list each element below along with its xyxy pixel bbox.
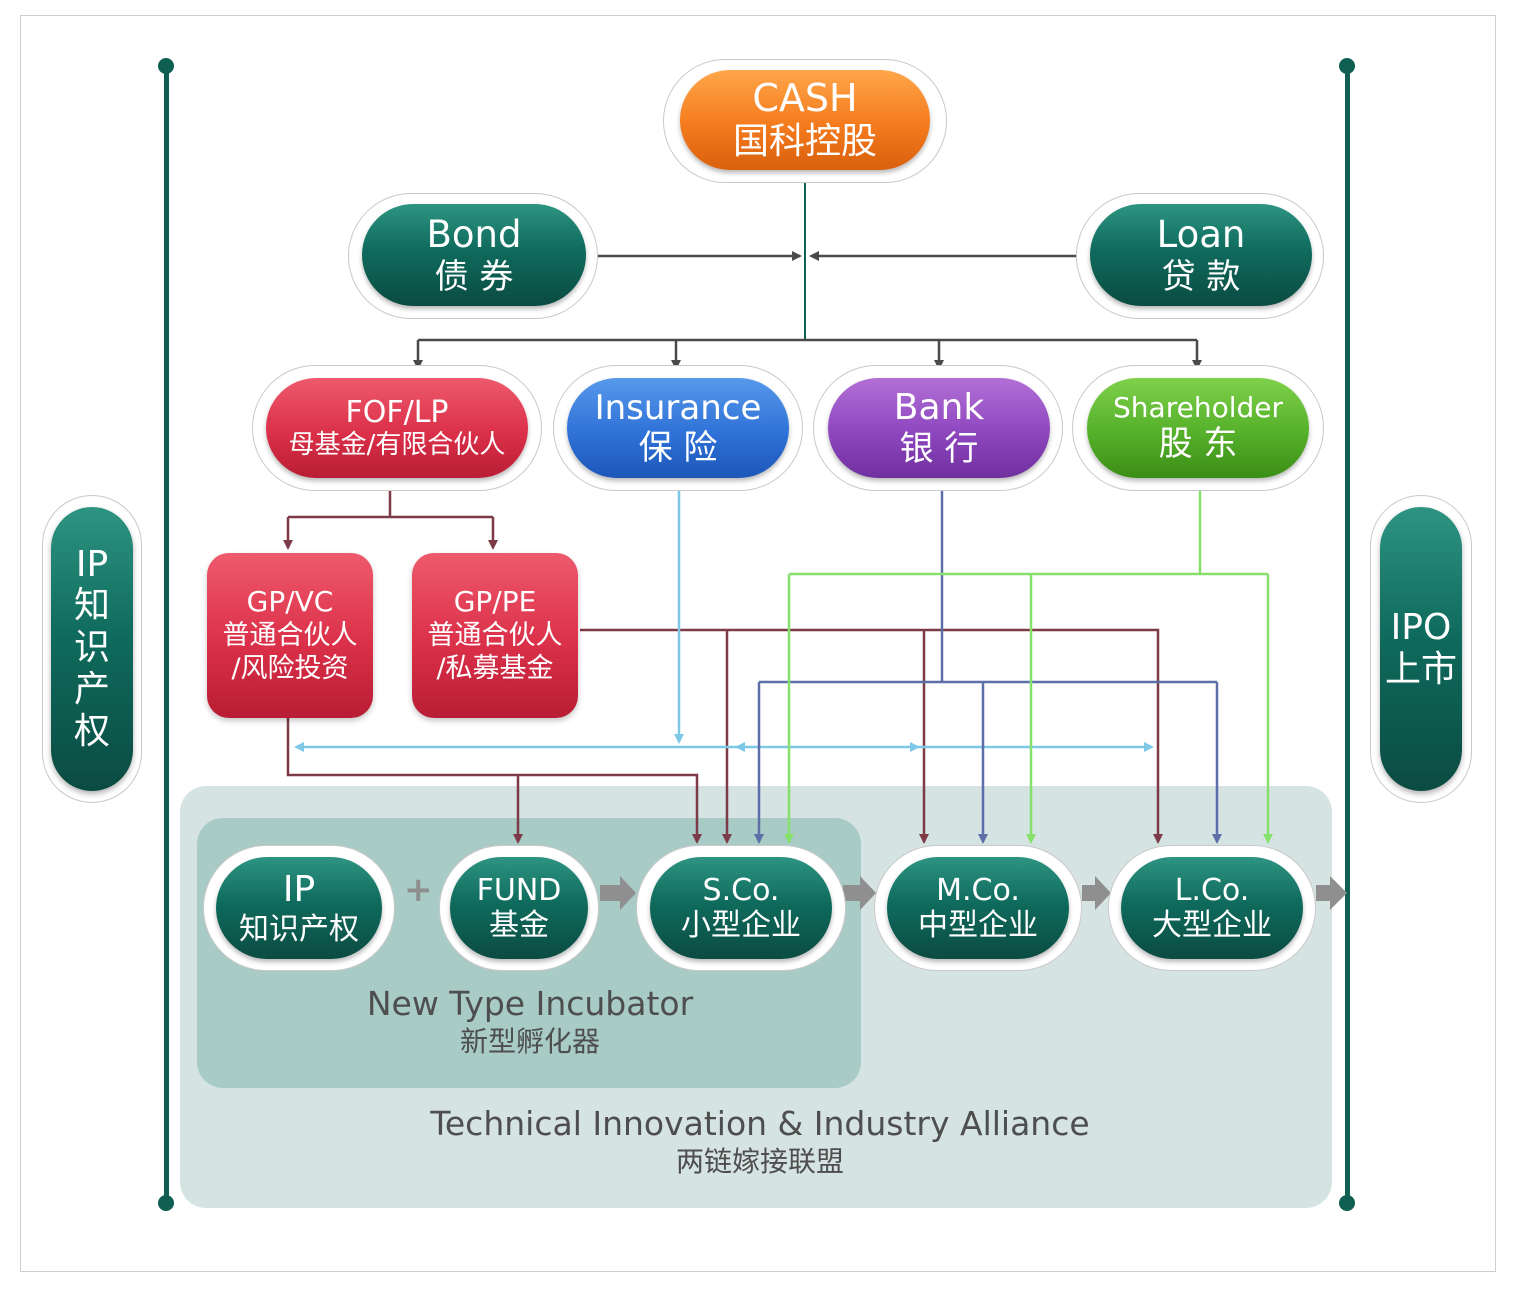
ip-node-label-en: IP: [282, 869, 316, 911]
bank-node: Bank 银 行: [828, 378, 1050, 478]
bond-label-zh: 债 券: [434, 256, 514, 297]
gpvc-label-zh2: /风险投资: [231, 652, 349, 684]
gpvc-node: GP/VC 普通合伙人 /风险投资: [207, 553, 373, 718]
right-boundary-line: [1345, 66, 1350, 1202]
ip-node: IP 知识产权: [216, 857, 382, 959]
right-boundary-bottom-dot: [1339, 1195, 1355, 1211]
ip-node-label-zh: 知识产权: [239, 911, 359, 947]
plus-sign: +: [404, 870, 433, 910]
alliance-caption-en: Technical Innovation & Industry Alliance: [430, 1104, 1090, 1143]
left-side-zh-1: 知: [73, 585, 110, 626]
loan-node: Loan 贷 款: [1090, 204, 1312, 306]
insurance-node: Insurance 保 险: [567, 378, 789, 478]
incubator-caption-en: New Type Incubator: [366, 984, 694, 1023]
right-side-zh: 上市: [1384, 649, 1457, 690]
sco-label-zh: 小型企业: [681, 908, 801, 943]
fof-label-en: FOF/LP: [345, 394, 449, 430]
bank-label-zh: 银 行: [899, 429, 979, 470]
cash-node: CASH 国科控股: [680, 70, 930, 170]
gpvc-label-zh1: 普通合伙人: [222, 619, 358, 651]
left-boundary-top-dot: [158, 58, 174, 74]
fund-label-zh: 基金: [489, 908, 549, 943]
left-side-ip-pill: IP 知 识 产 权: [51, 507, 133, 791]
incubator-caption-zh: 新型孵化器: [459, 1025, 600, 1058]
bank-label-en: Bank: [893, 386, 985, 428]
left-boundary-bottom-dot: [158, 1195, 174, 1211]
lco-node: L.Co. 大型企业: [1121, 857, 1303, 959]
gppe-label-zh2: /私募基金: [436, 652, 554, 684]
sco-node: S.Co. 小型企业: [650, 857, 832, 959]
shareholder-label-zh: 股 东: [1158, 424, 1238, 465]
loan-label-zh: 贷 款: [1161, 256, 1241, 297]
gppe-label-en: GP/PE: [453, 585, 537, 619]
gppe-node: GP/PE 普通合伙人 /私募基金: [412, 553, 578, 718]
fund-node: FUND 基金: [450, 857, 588, 959]
lco-label-zh: 大型企业: [1152, 908, 1272, 943]
right-side-en: IPO: [1390, 607, 1452, 648]
mco-label-en: M.Co.: [936, 872, 1020, 908]
shareholder-node: Shareholder 股 东: [1087, 378, 1309, 478]
alliance-caption-zh: 两链嫁接联盟: [675, 1145, 844, 1178]
shareholder-label-en: Shareholder: [1113, 391, 1283, 425]
bond-label-en: Bond: [426, 213, 522, 257]
right-boundary-top-dot: [1339, 58, 1355, 74]
fund-label-en: FUND: [476, 872, 562, 908]
lco-label-en: L.Co.: [1174, 872, 1250, 908]
mco-node: M.Co. 中型企业: [887, 857, 1069, 959]
fof-label-zh: 母基金/有限合伙人: [288, 430, 506, 461]
fof-node: FOF/LP 母基金/有限合伙人: [266, 378, 528, 478]
sco-label-en: S.Co.: [702, 872, 780, 908]
cash-label-zh: 国科控股: [732, 121, 877, 163]
insurance-label-en: Insurance: [594, 387, 762, 428]
left-boundary-line: [164, 66, 169, 1202]
gppe-label-zh1: 普通合伙人: [427, 619, 563, 651]
left-side-zh-2: 识: [73, 627, 110, 668]
right-side-ipo-pill: IPO 上市: [1380, 507, 1462, 791]
gpvc-label-en: GP/VC: [246, 585, 334, 619]
alliance-caption: Technical Innovation & Industry Alliance…: [380, 1104, 1140, 1180]
left-side-zh-4: 权: [73, 711, 110, 752]
incubator-caption: New Type Incubator 新型孵化器: [300, 984, 760, 1060]
insurance-label-zh: 保 险: [638, 428, 718, 468]
loan-label-en: Loan: [1156, 213, 1246, 257]
mco-label-zh: 中型企业: [918, 908, 1038, 943]
left-side-en: IP: [75, 544, 109, 585]
bond-node: Bond 债 券: [362, 204, 586, 306]
cash-label-en: CASH: [752, 76, 858, 121]
left-side-zh-3: 产: [73, 669, 110, 710]
